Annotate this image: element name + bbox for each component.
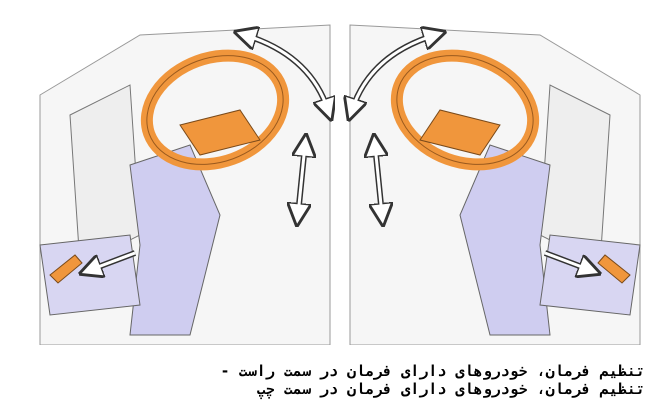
figure-caption: تنظیم فرمان، خودروهای دارای فرمان در سمت…	[220, 362, 645, 398]
steering-column	[129, 144, 221, 336]
panel-right-hand-drive	[30, 15, 330, 345]
steering-adjustment-illustration	[30, 15, 641, 345]
panel-left-hand-drive	[350, 24, 641, 345]
